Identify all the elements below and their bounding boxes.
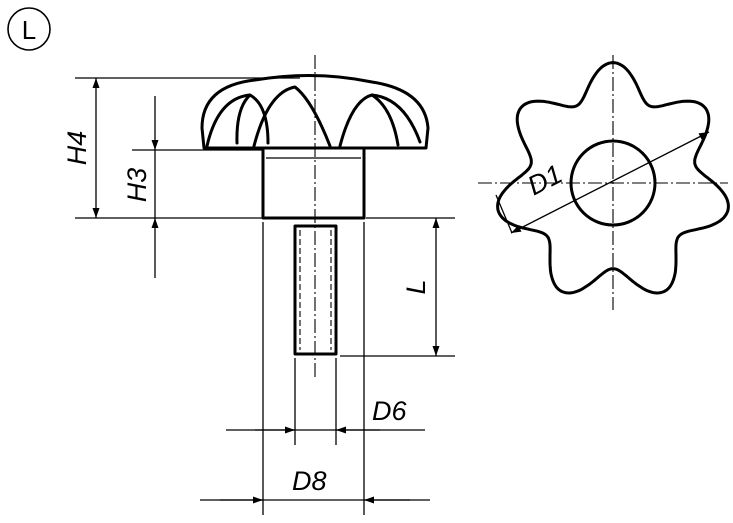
knob-lobe-5 — [370, 93, 422, 144]
variant-badge: L — [7, 7, 51, 51]
d1-arrow — [510, 131, 710, 234]
thread-shank — [293, 224, 338, 356]
knob-lobe-2 — [235, 93, 270, 145]
h3-label: H3 — [122, 168, 152, 203]
dimension-d8: D8 — [200, 466, 430, 504]
dimension-d6: D6 — [226, 396, 425, 434]
knob-hub — [261, 148, 366, 220]
knob-lobe-3 — [252, 85, 332, 148]
l-label: L — [401, 279, 431, 294]
knob-top-view: D1 — [478, 55, 730, 310]
knob-lobe-1 — [205, 93, 252, 148]
h4-label: H4 — [62, 131, 92, 166]
d1-extension — [495, 194, 513, 234]
dimension-h3: H3 — [122, 96, 262, 278]
dimension-h4: H4 — [62, 77, 300, 219]
dimension-l: L — [340, 217, 455, 357]
knob-side-view — [200, 55, 430, 515]
variant-circle — [7, 7, 51, 51]
d8-label: D8 — [292, 466, 327, 496]
knob-head-outline — [200, 73, 430, 150]
d6-label: D6 — [372, 396, 407, 426]
variant-letter: L — [22, 15, 36, 45]
knob-lobe-4 — [338, 93, 400, 148]
